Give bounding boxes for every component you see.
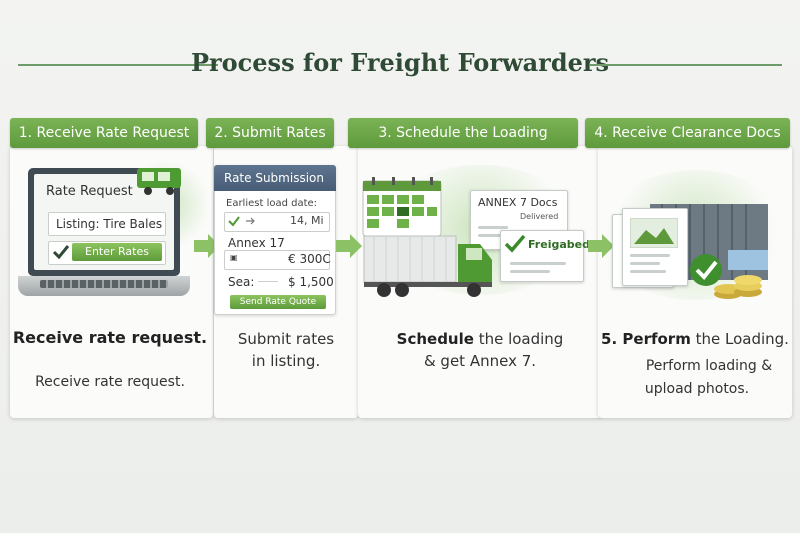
arrow-right-icon: [194, 234, 220, 258]
annex-doc-title: ANNEX 7 Docs: [478, 196, 558, 209]
doc-line: [478, 234, 518, 237]
rate-submission-title: Rate Submission ▾: [214, 165, 336, 211]
rate-request-title: Rate Request: [46, 184, 133, 199]
sea-underline: [258, 281, 278, 282]
annex-field[interactable]: [224, 250, 330, 270]
step-4-body-line2: upload photos.: [644, 381, 750, 397]
step-3-body-line2: & get Annex 7.: [423, 352, 537, 370]
listing-field: [48, 212, 166, 236]
step-2-body-line2: in listing.: [251, 352, 321, 370]
calendar-icon: [362, 177, 442, 237]
annex-doc-status: Delivered: [520, 212, 559, 221]
step-4-heading: 5. Perform the Loading.: [598, 330, 792, 348]
doc-line: [510, 270, 550, 273]
step-header-1: 1. Receive Rate Request: [10, 118, 198, 148]
doc-line: [478, 226, 508, 229]
step-4-body-line1: Perform loading &: [645, 358, 773, 374]
rate-submission-label: Rate Submission: [224, 171, 324, 185]
image-icon: [630, 218, 678, 248]
title-rule-right: [590, 64, 782, 66]
checkmark-icon: [228, 216, 240, 227]
step-4-rest: the Loading.: [690, 330, 789, 348]
sea-value: $ 1,500: [288, 275, 334, 289]
truck-icon: [137, 168, 181, 195]
title-rule-left: [18, 64, 218, 66]
chevron-down-icon: ▾: [218, 201, 223, 211]
truck-icon: [363, 235, 492, 297]
checkmark-icon: [52, 245, 70, 260]
step-2-body-line1: Submit rates: [237, 330, 335, 348]
doc-line: [630, 270, 666, 273]
keyboard: [40, 280, 168, 288]
annex-value: € 300C: [288, 252, 331, 266]
checkmark-icon: [504, 234, 526, 253]
approval-document: [500, 230, 584, 282]
approval-stamp: Freigabed: [528, 238, 590, 251]
step-3-body-line1: Schedule the loading: [358, 330, 602, 348]
date-value: 14, Mi: [290, 214, 324, 227]
step-3-rest: the loading: [473, 330, 564, 348]
step-1-body: Receive rate request.: [35, 374, 185, 390]
send-rate-quote-button[interactable]: Send Rate Quote: [230, 295, 326, 309]
step-header-2: 2. Submit Rates: [206, 118, 334, 148]
checkmark-icon: [690, 254, 722, 286]
annex-label: Annex 17: [228, 236, 285, 250]
coins-icon: [714, 275, 762, 299]
step-4-bold: 5. Perform: [601, 330, 691, 348]
earliest-date-label: Earliest load date:: [226, 198, 318, 209]
doc-line: [630, 262, 660, 265]
enter-rates-button[interactable]: Enter Rates: [72, 243, 162, 261]
doc-line: [510, 262, 566, 265]
date-field[interactable]: [224, 212, 330, 232]
title-row: Process for Freight Forwarders: [0, 44, 800, 84]
step-header-4: 4. Receive Clearance Docs: [585, 118, 790, 148]
document-icon: ▣: [230, 253, 238, 262]
chevron-right-icon: [246, 217, 255, 225]
step-header-3: 3. Schedule the Loading: [348, 118, 578, 148]
sea-label: Sea:: [228, 275, 255, 289]
doc-line: [630, 254, 670, 257]
step-3-bold: Schedule: [396, 330, 474, 348]
page-title: Process for Freight Forwarders: [190, 48, 610, 77]
step-1-heading: Receive rate request.: [12, 328, 208, 347]
arrow-right-icon: [336, 234, 362, 258]
listing-text: Listing: Tire Bales: [56, 217, 163, 231]
